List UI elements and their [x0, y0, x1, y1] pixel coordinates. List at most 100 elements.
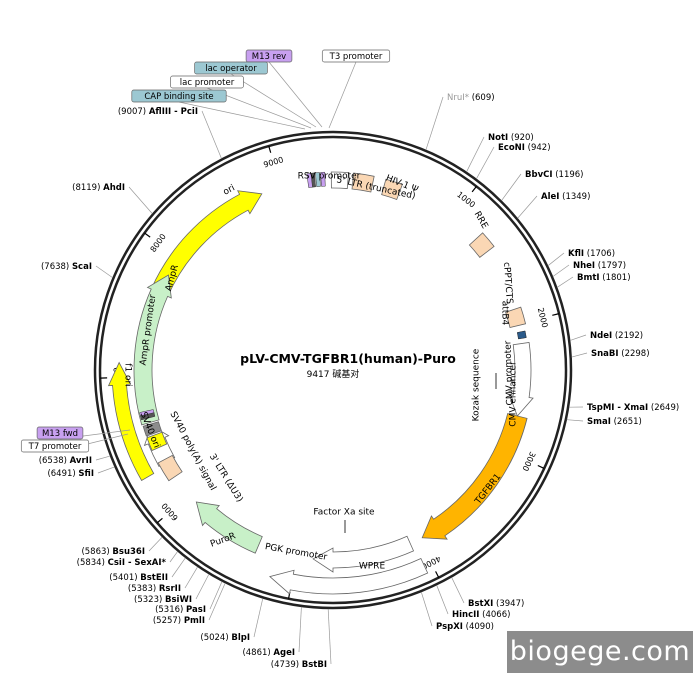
attB4-mark — [516, 330, 527, 340]
restriction-site-label: (7638) ScaI — [41, 262, 92, 272]
feature-block — [146, 431, 168, 452]
feature-arrow — [107, 361, 155, 482]
restriction-site-label: TspMI - XmaI (2649) — [587, 403, 679, 413]
site-leader — [298, 606, 302, 653]
small-feature-mark — [320, 171, 326, 187]
restriction-site-label: HincII (4066) — [452, 610, 510, 620]
feature-label: attB4 — [500, 301, 510, 326]
feature-label: f1 ori — [123, 363, 133, 386]
ring-inner-line — [98, 135, 568, 605]
feature-label: cPPT/CTS — [501, 262, 514, 305]
restriction-site-label: AleI (1349) — [541, 192, 590, 202]
feature-block — [351, 172, 375, 193]
restriction-sites: NruI* (609)NotI (920)EcoNI (942)BbvCI (1… — [39, 93, 679, 670]
restriction-site-label: (4861) AgeI — [242, 648, 295, 658]
site-leader — [557, 276, 574, 288]
watermark: biogege.com — [509, 636, 691, 667]
plasmid-size: 9417 碱基对 — [307, 368, 360, 380]
boxed-label-frame — [20, 439, 90, 453]
feature-block — [381, 178, 403, 201]
site-leader — [208, 583, 226, 621]
tick-label: 9000 — [262, 155, 284, 169]
feature-block — [142, 421, 162, 437]
tick-mark — [156, 517, 163, 524]
backbone-ring — [93, 130, 573, 610]
boxed-label-frame — [170, 75, 244, 89]
restriction-site-label: (5323) BsiWI — [134, 595, 192, 605]
feature-block — [468, 232, 495, 258]
site-leader — [209, 581, 223, 610]
restriction-site-label: (5316) PasI — [155, 605, 206, 615]
site-leader — [195, 574, 210, 600]
feature-label: RRE — [472, 210, 490, 231]
site-leader — [571, 352, 588, 358]
boxed-label: M13 rev — [252, 52, 286, 62]
feature-block — [157, 454, 183, 482]
feature-label: WPRE — [359, 562, 386, 572]
restriction-site-label: NheI (1797) — [573, 261, 626, 271]
site-leader — [97, 466, 115, 474]
site-leader — [570, 334, 587, 341]
boxed-label: CAP binding site — [144, 92, 213, 102]
restriction-site-label: PspXI (4090) — [436, 622, 494, 632]
restriction-site-label: (5257) PmlI — [153, 616, 205, 626]
boxed-label-frame — [194, 61, 268, 75]
site-leader — [552, 264, 570, 277]
feature-arrows — [107, 190, 534, 595]
feature-label: SV40 poly(A) signal — [168, 410, 218, 492]
feature-label: RSV promoter — [298, 172, 361, 182]
boxed-label-frame — [321, 49, 391, 63]
site-leader — [253, 598, 264, 638]
restriction-site-label: (4739) BstBI — [271, 660, 327, 670]
restriction-site-label: (6491) SfiI — [47, 469, 94, 479]
boxed-label-frame — [131, 89, 227, 103]
tick-label: 1000 — [455, 190, 477, 210]
tick-mark — [471, 186, 477, 193]
site-leader — [425, 96, 444, 150]
boxed-label: lac promoter — [180, 78, 235, 88]
feature-arrow — [150, 190, 263, 297]
feature-block — [330, 171, 349, 189]
site-leader — [184, 566, 198, 589]
boxed-label: T3 promoter — [329, 52, 383, 62]
small-feature-mark — [140, 412, 156, 421]
site-leader — [169, 551, 178, 563]
restriction-site-label: BbvCI (1196) — [525, 170, 583, 180]
feature-label: CMV promoter — [503, 340, 515, 405]
site-leader — [451, 577, 465, 604]
restriction-site-label: BstXI (3947) — [468, 599, 524, 609]
feature-arrow — [133, 274, 172, 426]
restriction-site-label: (5024) BlpI — [200, 633, 250, 643]
site-leader — [128, 186, 153, 214]
feature-label: Factor Xa site — [313, 508, 375, 518]
restriction-site-label: EcoNI (942) — [498, 143, 551, 153]
feature-arrow — [195, 501, 263, 554]
restriction-site-label: BmtI (1801) — [577, 273, 631, 283]
feature-label: PGK promoter — [264, 542, 328, 563]
restriction-site-label: (8119) AhdI — [72, 183, 125, 193]
feature-label: ori — [222, 183, 237, 197]
tick-mark — [144, 232, 151, 238]
restriction-site-label: SmaI (2651) — [587, 417, 642, 427]
plasmid-name: pLV-CMV-TGFBR1(human)-Puro — [240, 351, 456, 366]
feature-arrow — [421, 413, 528, 540]
tick-mark — [435, 571, 440, 578]
feature-arrow — [312, 535, 415, 573]
tick-mark — [537, 464, 545, 470]
tick-label: 2000 — [536, 307, 550, 329]
site-leader — [148, 536, 163, 552]
tick-label: 3000 — [520, 450, 537, 472]
site-leader — [327, 608, 332, 665]
restriction-site-label: SnaBI (2298) — [591, 349, 650, 359]
small-feature-mark — [306, 172, 313, 188]
restriction-site-label: NotI (920) — [488, 133, 534, 143]
boxed-label-frame — [36, 426, 84, 440]
boxed-label-leader — [268, 61, 323, 128]
ring-outer-line — [93, 130, 573, 610]
site-leader — [466, 136, 485, 172]
restriction-site-label: (5863) Bsu36I — [81, 547, 145, 557]
tick-mark — [268, 145, 272, 153]
small-feature-mark — [315, 172, 321, 187]
site-leader — [501, 173, 522, 201]
